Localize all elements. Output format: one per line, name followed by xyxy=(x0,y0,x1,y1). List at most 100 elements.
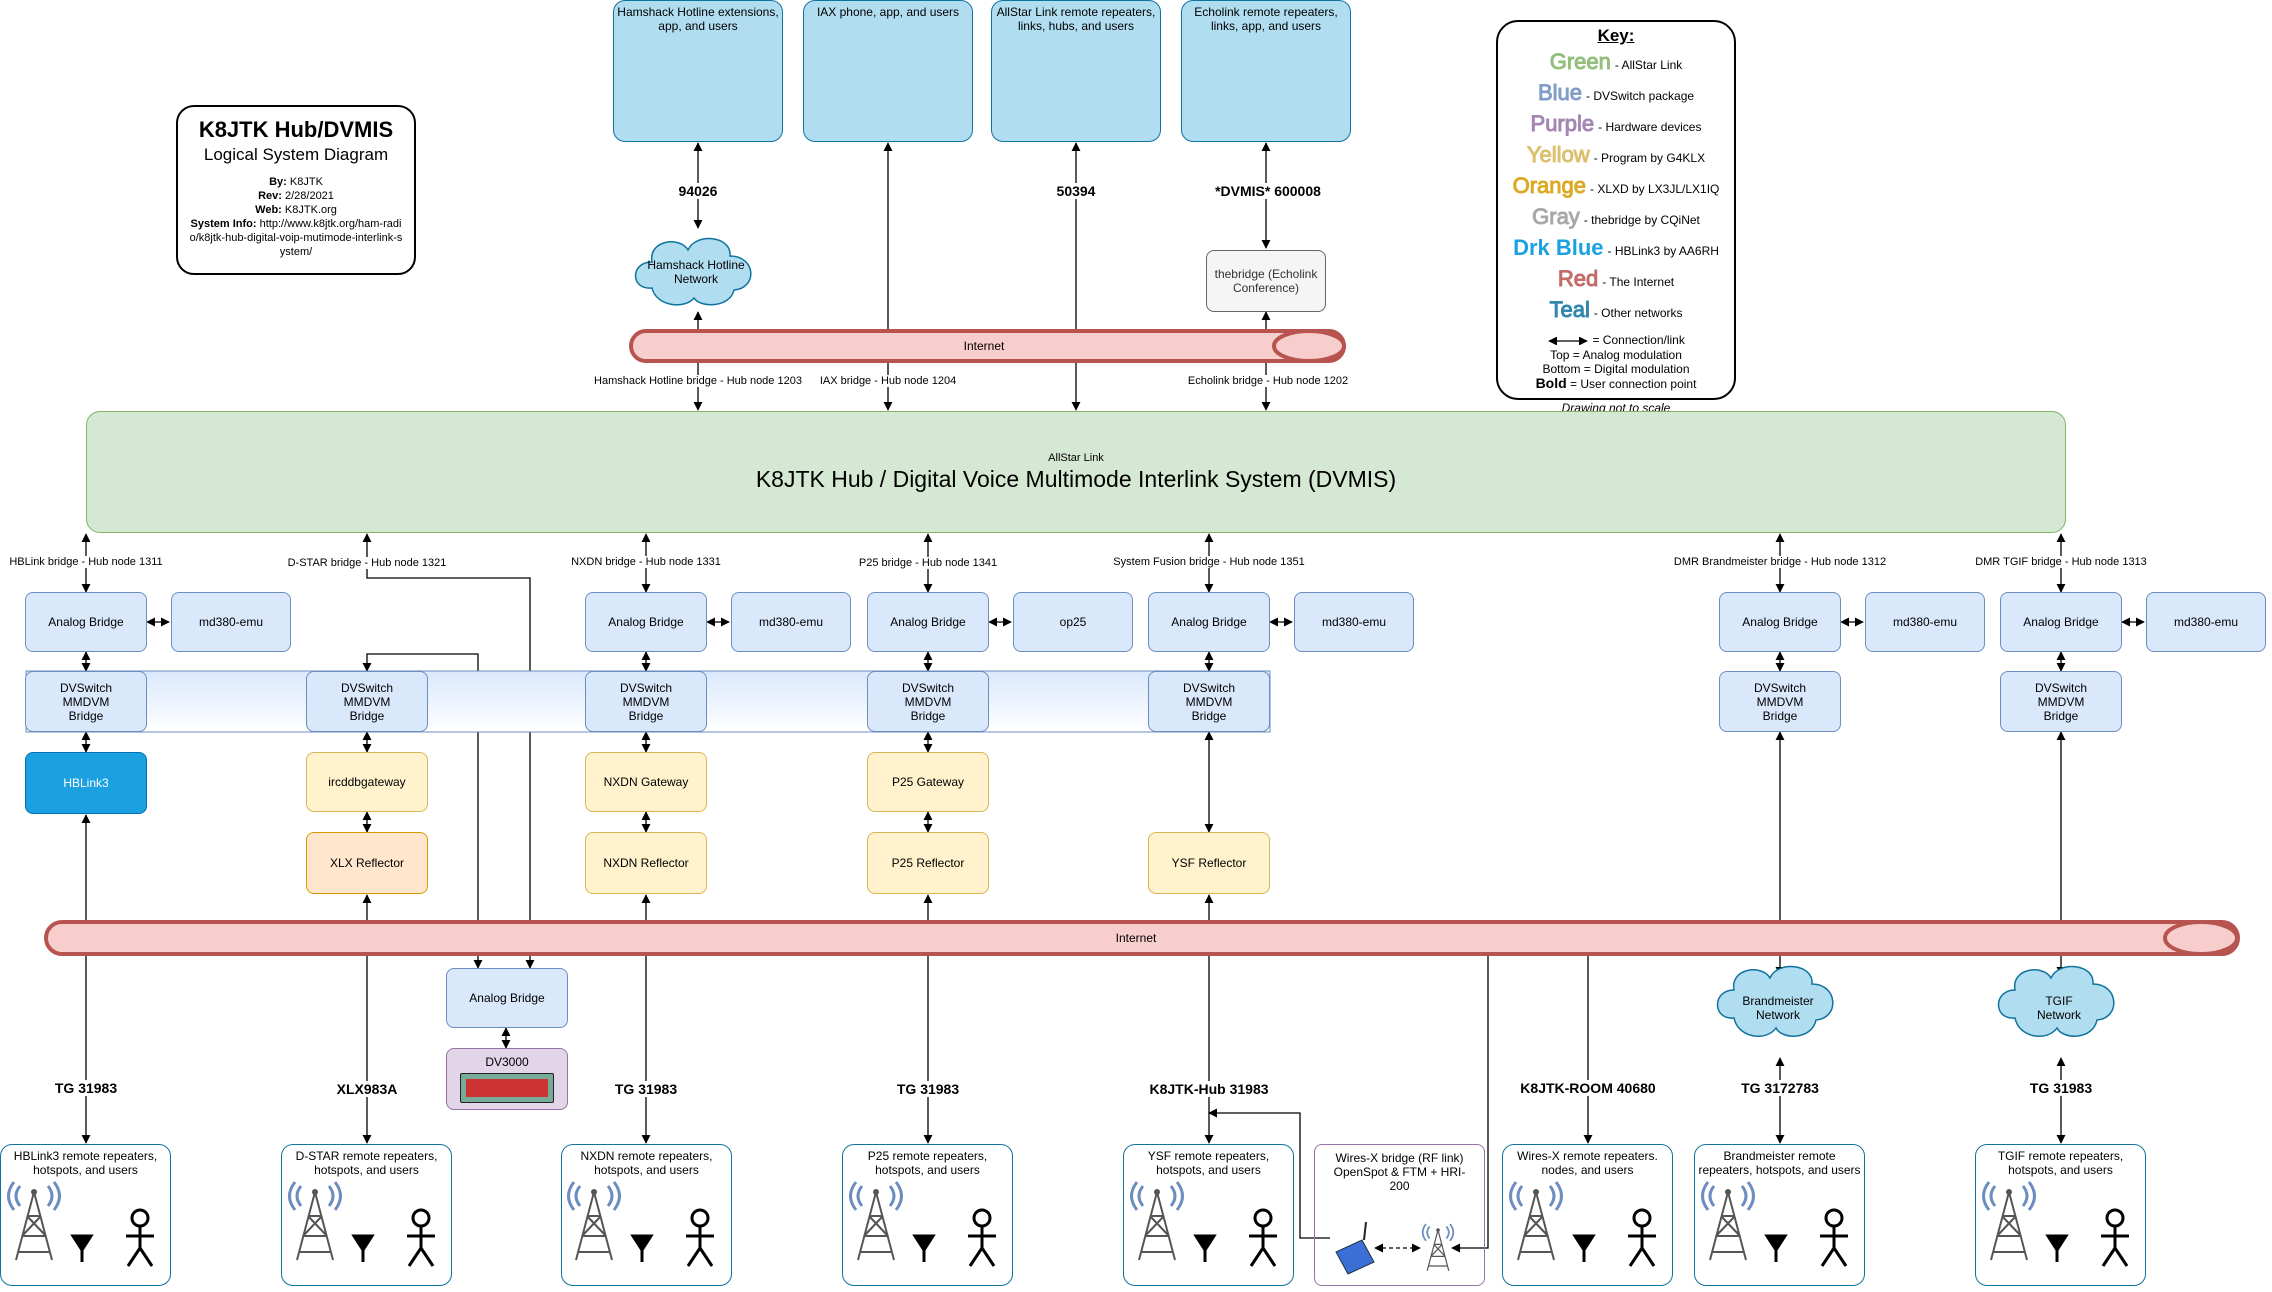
xlx-label: XLX Reflector xyxy=(329,856,405,870)
key-desc: - Other networks xyxy=(1593,306,1683,320)
key-color-word: Drk Blue xyxy=(1513,235,1604,260)
connection-lines xyxy=(81,142,2145,1253)
mmdvm-label: DVSwitch MMDVM Bridge xyxy=(619,680,672,723)
p25-bridge-label: P25 bridge - Hub node 1341 xyxy=(856,557,1000,569)
key-desc: - thebridge by CQiNet xyxy=(1583,213,1700,227)
key-row: Gray- thebridge by CQiNet xyxy=(1498,203,1734,234)
ysf-reflector-label: YSF Reflector xyxy=(1171,856,1247,870)
key-desc: - AllStar Link xyxy=(1614,58,1683,72)
tgif-cloud-label: TGIF Network xyxy=(2036,994,2081,1022)
website: K8JTK.org xyxy=(284,204,337,216)
key-color-word: Red xyxy=(1557,266,1599,292)
hamshack-bridge-label: Hamshack Hotline bridge - Hub node 1203 xyxy=(592,375,804,387)
analog-bridge-label: Analog Bridge xyxy=(1742,615,1818,629)
web-label: Web: xyxy=(255,204,282,216)
analog-bridge-label: Analog Bridge xyxy=(469,991,545,1005)
ysf-users: YSF remote repeaters, hotspots, and user… xyxy=(1123,1144,1294,1286)
iax-bridge-label: IAX bridge - Hub node 1204 xyxy=(817,375,959,387)
hblink-bridge-label: HBLink bridge - Hub node 1311 xyxy=(7,556,165,568)
key-row: Blue- DVSwitch package xyxy=(1498,79,1734,110)
key-color-word: Gray xyxy=(1532,204,1581,230)
mmdvm-label: DVSwitch MMDVM Bridge xyxy=(59,680,112,723)
wiresx-users-label: Wires-X remote repeaters. nodes, and use… xyxy=(1517,1149,1658,1177)
allstar-hub: AllStar Link K8JTK Hub / Digital Voice M… xyxy=(86,411,2066,533)
ysf-bridge-label: System Fusion bridge - Hub node 1351 xyxy=(1111,556,1307,568)
ysf-reflector-node: YSF Reflector xyxy=(1148,832,1270,894)
p25-talkgroup: TG 31983 xyxy=(893,1081,963,1097)
hamshack-cloud xyxy=(634,237,752,306)
wiresx-bridge: Wires-X bridge (RF link) OpenSpot & FTM … xyxy=(1314,1144,1485,1286)
analog-bridge-label: Analog Bridge xyxy=(608,615,684,629)
hblink3-label: HBLink3 xyxy=(63,776,109,790)
mmdvm-bridge-p25: DVSwitch MMDVM Bridge xyxy=(867,671,989,732)
key-top-desc: Top = Analog modulation xyxy=(1550,347,1682,362)
op25-node: op25 xyxy=(1013,592,1133,652)
mmdvm-label: DVSwitch MMDVM Bridge xyxy=(901,680,954,723)
mmdvm-bridge-nxdn: DVSwitch MMDVM Bridge xyxy=(585,671,707,732)
ysf-users-label: YSF remote repeaters, hotspots, and user… xyxy=(1147,1149,1270,1177)
internet-pipe-bottom xyxy=(44,920,2240,956)
md380-emu-tgif: md380-emu xyxy=(2146,592,2266,652)
key-link-desc: = Connection/link xyxy=(1592,333,1685,347)
thebridge-label: thebridge (Echolink Conference) xyxy=(1214,267,1318,295)
nxdn-gateway-label: NXDN Gateway xyxy=(603,775,689,789)
analog-bridge-brandmeister: Analog Bridge xyxy=(1719,592,1841,652)
key-bottom-desc: Bottom = Digital modulation xyxy=(1542,361,1690,376)
analog-bridge-label: Analog Bridge xyxy=(1171,615,1247,629)
hamshack-users: Hamshack Hotline extensions, app, and us… xyxy=(613,0,783,142)
md380-label: md380-emu xyxy=(1321,615,1387,629)
brandmeister-cloud-label: Brandmeister Network xyxy=(1742,994,1814,1022)
key-row: Teal- Other networks xyxy=(1498,296,1734,327)
key-row: Drk Blue- HBLink3 by AA6RH xyxy=(1498,234,1734,265)
key-row: Purple- Hardware devices xyxy=(1498,110,1734,141)
md380-label: md380-emu xyxy=(198,615,264,629)
wiresx-users: Wires-X remote repeaters. nodes, and use… xyxy=(1502,1144,1673,1286)
tgif-talkgroup: TG 31983 xyxy=(2026,1080,2096,1096)
echolink-users-label: Echolink remote repeaters, links, app, a… xyxy=(1194,5,1338,33)
mmdvm-label: DVSwitch MMDVM Bridge xyxy=(1182,680,1235,723)
dstar-module: XLX983A xyxy=(333,1081,401,1097)
p25-users-label: P25 remote repeaters, hotspots, and user… xyxy=(867,1149,988,1177)
brandmeister-users-label: Brandmeister remote repeaters, hotspots,… xyxy=(1698,1149,1861,1177)
dstar-users: D-STAR remote repeaters, hotspots, and u… xyxy=(281,1144,452,1286)
analog-bridge-ysf: Analog Bridge xyxy=(1148,592,1270,652)
p25-gateway-label: P25 Gateway xyxy=(891,775,965,789)
hblink-users-label: HBLink3 remote repeaters, hotspots, and … xyxy=(13,1149,158,1177)
mmdvm-label: DVSwitch MMDVM Bridge xyxy=(340,680,393,723)
key-color-word: Blue xyxy=(1537,80,1582,106)
brandmeister-talkgroup: TG 3172783 xyxy=(1738,1080,1822,1096)
key-color-word: Purple xyxy=(1530,111,1595,137)
analog-bridge-label: Analog Bridge xyxy=(48,615,124,629)
internet-pipe-top xyxy=(629,329,1346,363)
nxdn-users: NXDN remote repeaters, hotspots, and use… xyxy=(561,1144,732,1286)
tgif-users: TGIF remote repeaters, hotspots, and use… xyxy=(1975,1144,2146,1286)
analog-bridge-tgif: Analog Bridge xyxy=(2000,592,2122,652)
p25-gateway-node: P25 Gateway xyxy=(867,752,989,812)
by-label: By: xyxy=(269,176,287,188)
analog-bridge-nxdn: Analog Bridge xyxy=(585,592,707,652)
tgif-users-label: TGIF remote repeaters, hotspots, and use… xyxy=(1997,1149,2124,1177)
key-color-word: Green xyxy=(1549,49,1611,75)
echolink-bridge-label: Echolink bridge - Hub node 1202 xyxy=(1185,375,1351,387)
allstar-users: AllStar Link remote repeaters, links, hu… xyxy=(991,0,1161,142)
key-row: Yellow- Program by G4KLX xyxy=(1498,141,1734,172)
brandmeister-users: Brandmeister remote repeaters, hotspots,… xyxy=(1694,1144,1865,1286)
dv3000-label: DV3000 xyxy=(485,1055,529,1069)
key-bold-desc: = User connection point xyxy=(1570,376,1697,391)
internet-top-label: Internet xyxy=(963,339,1005,353)
md380-emu-hblink: md380-emu xyxy=(171,592,291,652)
internet-bottom-label: Internet xyxy=(1115,931,1157,945)
key-bold-row: Bold = User connection point xyxy=(1498,376,1734,391)
key-color-word: Yellow xyxy=(1526,142,1590,168)
allstar-node: 50394 xyxy=(1053,183,1099,199)
rev-label: Rev: xyxy=(258,190,282,202)
key-color-word: Orange xyxy=(1512,173,1586,199)
hamshack-users-label: Hamshack Hotline extensions, app, and us… xyxy=(617,5,779,33)
dstar-users-label: D-STAR remote repeaters, hotspots, and u… xyxy=(295,1149,438,1177)
tgif-cloud xyxy=(1997,965,2115,1037)
key-desc: - XLXD by LX3JL/LX1IQ xyxy=(1589,182,1720,196)
ircddb-label: ircddbgateway xyxy=(328,775,406,789)
title-box: K8JTK Hub/DVMIS Logical System Diagram B… xyxy=(176,105,416,275)
